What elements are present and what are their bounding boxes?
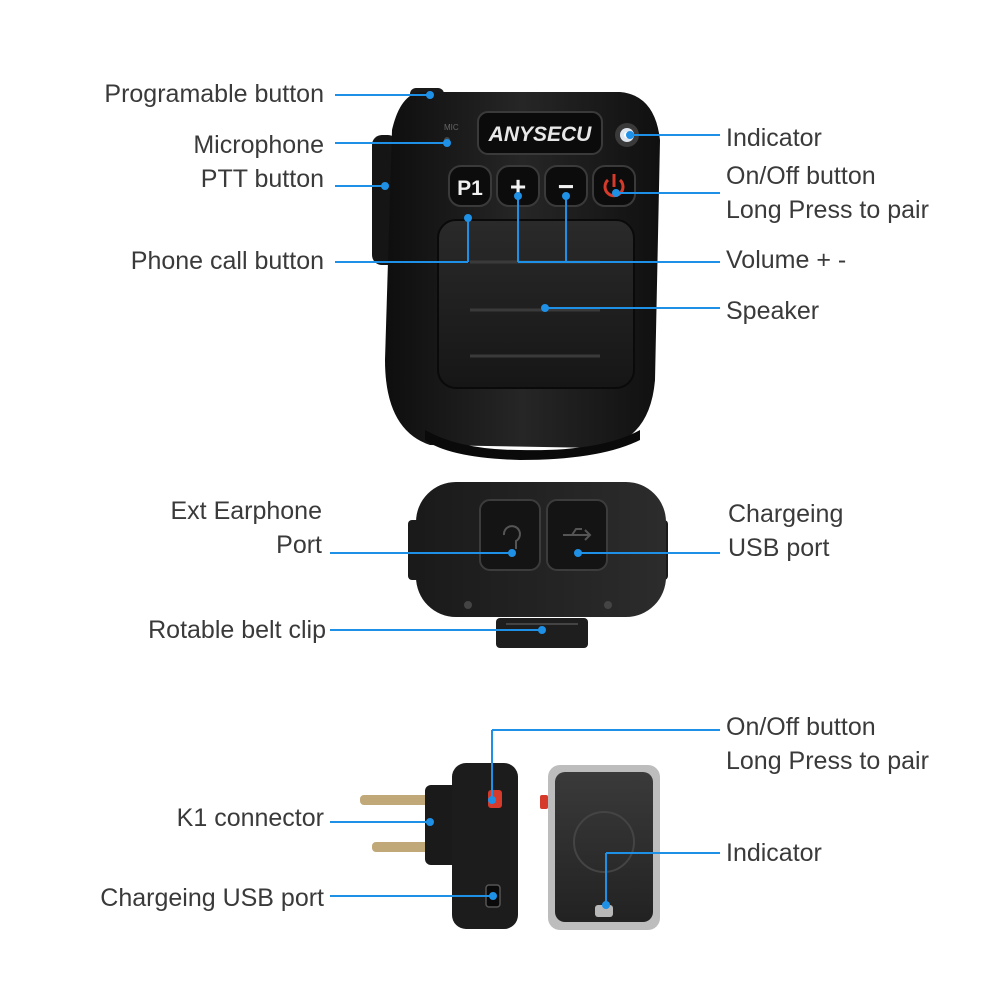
label-charging-usb-bottom: Chargeing USB port: [100, 884, 324, 912]
remote-ptt-pad: [573, 811, 635, 873]
label-onoff-bottom-line1: On/Off button: [726, 713, 876, 741]
label-speaker: Speaker: [726, 297, 820, 325]
label-charging-usb-side-line1: Chargeing: [728, 500, 844, 528]
logo-plate: [477, 111, 603, 155]
svg-text:MIC: MIC: [444, 123, 459, 132]
label-indicator-bottom: Indicator: [726, 839, 822, 867]
label-onoff-bottom-line2: Long Press to pair: [726, 747, 929, 775]
p1-button-label: P1: [457, 177, 483, 200]
label-onoff-top-line2: Long Press to pair: [726, 196, 929, 224]
brand-logo: ANYSECU: [488, 123, 593, 146]
adapter-body: [452, 763, 518, 929]
k1-pin-lower: [372, 842, 432, 852]
label-programable-button: Programable button: [104, 80, 324, 108]
label-belt-clip: Rotable belt clip: [148, 616, 326, 644]
label-phone-call-button: Phone call button: [130, 247, 324, 275]
volume-up-label: +: [510, 171, 526, 202]
usb-icon: [563, 528, 592, 541]
label-ext-earphone-line1: Ext Earphone: [170, 497, 323, 525]
label-indicator-top: Indicator: [726, 124, 822, 152]
label-ext-earphone-line2: Port: [276, 531, 322, 559]
label-ptt-button: PTT button: [200, 165, 324, 193]
leader-lines: [330, 91, 720, 909]
k1-adapter: [360, 763, 518, 929]
k1-pin-upper: [360, 795, 432, 805]
p1-button: [448, 165, 492, 207]
remote-face: [555, 772, 653, 922]
remote-ptt-unit: [540, 765, 660, 930]
label-onoff-top-line1: On/Off button: [726, 162, 876, 190]
earphone-port-cover: [479, 499, 541, 571]
volume-down-label: −: [558, 171, 574, 202]
earphone-icon: [502, 525, 521, 549]
device-side-view: [408, 482, 668, 648]
label-volume: Volume + -: [726, 246, 847, 274]
label-microphone: Microphone: [193, 131, 324, 159]
label-charging-usb-side-line2: USB port: [728, 534, 830, 562]
label-k1-connector: K1 connector: [176, 804, 324, 832]
